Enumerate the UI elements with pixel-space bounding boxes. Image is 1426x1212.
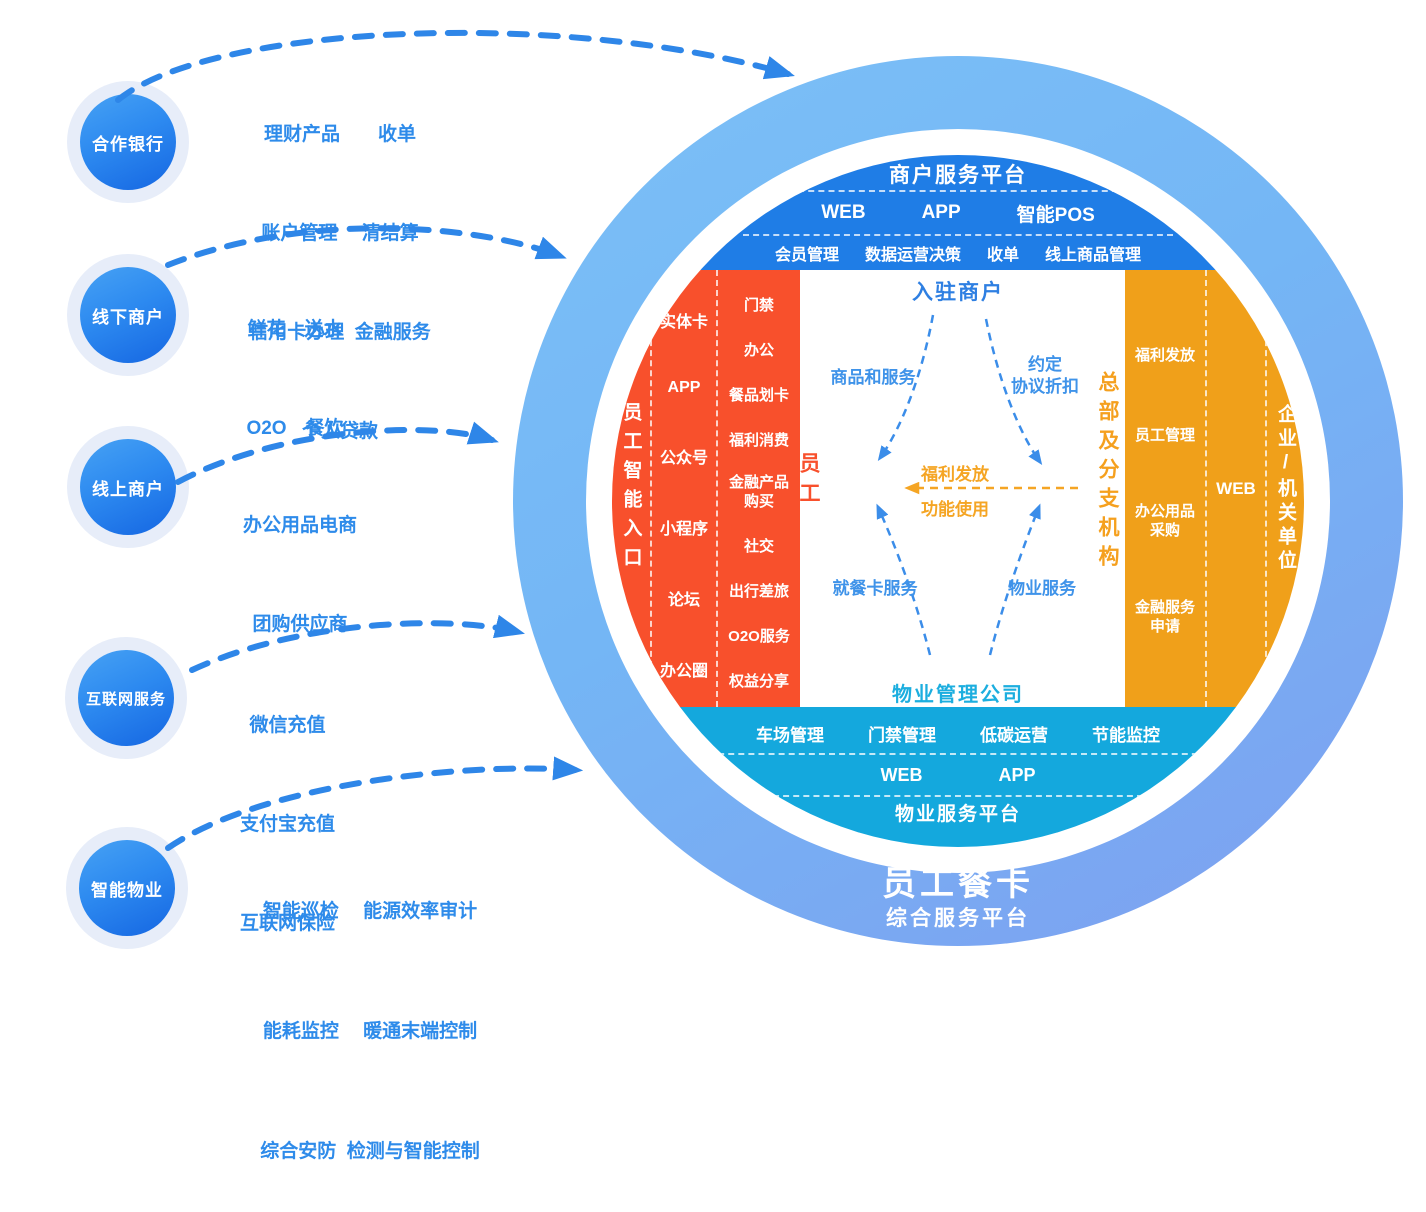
list-line: 办公用品电商 bbox=[242, 515, 357, 536]
entry-channel: 论坛 bbox=[667, 592, 700, 609]
property-channel: APP bbox=[998, 764, 1036, 785]
source-list-smart-property: 智能巡检 能源效率审计 能耗监控 暖通末端控制 综合安防 检测与智能控制 bbox=[185, 812, 555, 1212]
entry-channel: 小程序 bbox=[659, 521, 708, 538]
employee-entry-title-wrap: 员工智能入口 bbox=[612, 270, 650, 707]
function-item: 线上商品管理 bbox=[1045, 247, 1142, 264]
list-line: 互联网保险 bbox=[239, 913, 335, 934]
center-hq-label: 总部及分支机构 bbox=[1096, 371, 1119, 574]
function-item: 收单 bbox=[987, 247, 1020, 264]
hq-function: 金融服务申请 bbox=[1134, 599, 1195, 636]
entry-service: O2O服务 bbox=[728, 628, 790, 646]
list-line: 信用卡办理 金融服务 bbox=[249, 322, 431, 343]
hq-function: 福利发放 bbox=[1134, 347, 1195, 364]
hq-portal-entity-wrap: 企业/机关单位 bbox=[1265, 270, 1304, 707]
source-label: 互联网服务 bbox=[85, 690, 166, 708]
diagram-title: 员工餐卡 bbox=[882, 865, 1034, 903]
source-node-internet-services: 互联网服务 bbox=[78, 650, 174, 746]
center-merchants-label: 入驻商户 bbox=[912, 281, 1004, 304]
property-function: 节能监控 bbox=[1092, 725, 1160, 745]
source-label: 线下商户 bbox=[92, 307, 164, 327]
entry-service: 出行差旅 bbox=[728, 583, 789, 601]
entry-channel: 公众号 bbox=[659, 450, 708, 467]
segment-property-platform: 车场管理 门禁管理 低碳运营 节能监控 WEB APP 物业服务平台 bbox=[612, 707, 1304, 847]
list-line: 综合安防 检测与智能控制 bbox=[260, 1141, 480, 1162]
entry-service: 办公 bbox=[743, 341, 774, 359]
property-platform-channels: WEB APP bbox=[612, 755, 1304, 795]
center-employee-label: 员工 bbox=[797, 452, 820, 512]
function-item: 数据运营决策 bbox=[864, 247, 961, 264]
center-property-company-label: 物业管理公司 bbox=[892, 684, 1024, 706]
hq-portal-functions: 福利发放 员工管理 办公用品采购 金融服务申请 bbox=[1125, 270, 1205, 707]
property-platform-functions: 车场管理 门禁管理 低碳运营 节能监控 bbox=[612, 713, 1304, 753]
list-line: 理财产品 收单 bbox=[263, 124, 416, 145]
property-function: 门禁管理 bbox=[868, 725, 936, 745]
list-line: 能耗监控 暖通末端控制 bbox=[262, 1021, 478, 1042]
employee-entry-title: 员工智能入口 bbox=[620, 401, 642, 576]
list-line: 团购供应商 bbox=[252, 614, 348, 635]
source-list-online-merchants: 办公用品电商 团购供应商 bbox=[175, 443, 425, 674]
segment-hq-portal: 福利发放 员工管理 办公用品采购 金融服务申请 WEB 企业/机关单位 bbox=[1125, 270, 1304, 707]
hq-function: 员工管理 bbox=[1134, 426, 1195, 444]
employee-meal-card-platform-diagram: { "sources": [ {"label": "合作银行", "lines"… bbox=[78, 29, 1403, 1162]
segment-merchant-platform: 商户服务平台 WEB APP 智能POS 会员管理 数据运营决策 收单 线上商品… bbox=[612, 155, 1304, 270]
center-employee-label-wrap: 员工 bbox=[793, 452, 853, 517]
list-line: 鲜花 送水 bbox=[247, 319, 343, 340]
list-line: 微信充值 bbox=[249, 715, 326, 736]
list-line: O2O 餐饮 bbox=[246, 418, 344, 439]
flow-label-goods: 商品和服务 bbox=[830, 368, 916, 387]
function-item: 会员管理 bbox=[774, 247, 839, 264]
merchant-platform-functions: 会员管理 数据运营决策 收单 线上商品管理 bbox=[612, 236, 1304, 270]
source-label: 合作银行 bbox=[92, 134, 164, 154]
source-node-offline-merchants: 线下商户 bbox=[80, 267, 176, 363]
flow-label-welfare: 福利发放 bbox=[921, 465, 989, 484]
list-line: 智能巡检 能源效率审计 bbox=[262, 901, 478, 922]
platform-white-ring: 商户服务平台 WEB APP 智能POS 会员管理 数据运营决策 收单 线上商品… bbox=[586, 129, 1330, 873]
merchant-platform-channels: WEB APP 智能POS bbox=[612, 192, 1304, 234]
property-function: 低碳运营 bbox=[980, 725, 1048, 745]
employee-entry-channels: 实体卡 APP 公众号 小程序 论坛 办公圈 bbox=[650, 270, 716, 707]
property-channel: WEB bbox=[880, 764, 923, 785]
source-node-smart-property: 智能物业 bbox=[79, 840, 175, 936]
entry-service: 金融产品购买 bbox=[728, 473, 789, 510]
channel-item: 智能POS bbox=[1016, 204, 1095, 226]
property-function: 车场管理 bbox=[756, 725, 824, 745]
employee-entry-services: 门禁 办公 餐品划卡 福利消费 金融产品购买 社交 出行差旅 O2O服务 权益分… bbox=[716, 270, 800, 707]
flow-label-meal-card-service: 就餐卡服务 bbox=[832, 579, 918, 598]
entry-service: 福利消费 bbox=[728, 431, 789, 449]
entry-service: 门禁 bbox=[743, 297, 774, 314]
entry-service: 权益分享 bbox=[728, 673, 789, 690]
platform-outer-ring: 商户服务平台 WEB APP 智能POS 会员管理 数据运营决策 收单 线上商品… bbox=[513, 56, 1403, 946]
property-platform-title: 物业服务平台 bbox=[894, 804, 1021, 825]
source-node-partner-banks: 合作银行 bbox=[80, 94, 176, 190]
platform-inner-disk: 商户服务平台 WEB APP 智能POS 会员管理 数据运营决策 收单 线上商品… bbox=[612, 155, 1304, 847]
source-label: 智能物业 bbox=[91, 880, 163, 900]
flow-label-usage: 功能使用 bbox=[921, 500, 989, 519]
entry-service: 餐品划卡 bbox=[728, 386, 789, 404]
hq-portal-channel: WEB bbox=[1205, 270, 1265, 707]
source-node-online-merchants: 线上商户 bbox=[80, 439, 176, 535]
dashed-separator bbox=[743, 234, 1173, 236]
entry-channel: 办公圈 bbox=[659, 663, 708, 680]
center-hq-label-wrap: 总部及分支机构 bbox=[1092, 371, 1302, 579]
merchant-platform-title: 商户服务平台 bbox=[889, 164, 1027, 187]
dashed-separator bbox=[773, 795, 1143, 797]
entry-service: 社交 bbox=[743, 538, 774, 556]
source-label: 线上商户 bbox=[92, 479, 164, 499]
channel-item: WEB bbox=[821, 202, 866, 223]
segment-employee-entry: 员工智能入口 实体卡 APP 公众号 小程序 论坛 办公圈 门禁 办公 餐品划卡… bbox=[612, 270, 800, 707]
diagram-subtitle: 综合服务平台 bbox=[886, 907, 1030, 930]
hq-function: 办公用品采购 bbox=[1134, 503, 1195, 540]
entry-channel: 实体卡 bbox=[659, 314, 708, 331]
list-line: 账户管理 清结算 bbox=[261, 223, 419, 244]
dashed-separator bbox=[788, 190, 1128, 192]
dashed-separator bbox=[698, 753, 1218, 755]
channel-item: APP bbox=[921, 202, 961, 223]
entry-channel: APP bbox=[667, 379, 701, 396]
hq-portal-entity: 企业/机关单位 bbox=[1275, 403, 1296, 574]
